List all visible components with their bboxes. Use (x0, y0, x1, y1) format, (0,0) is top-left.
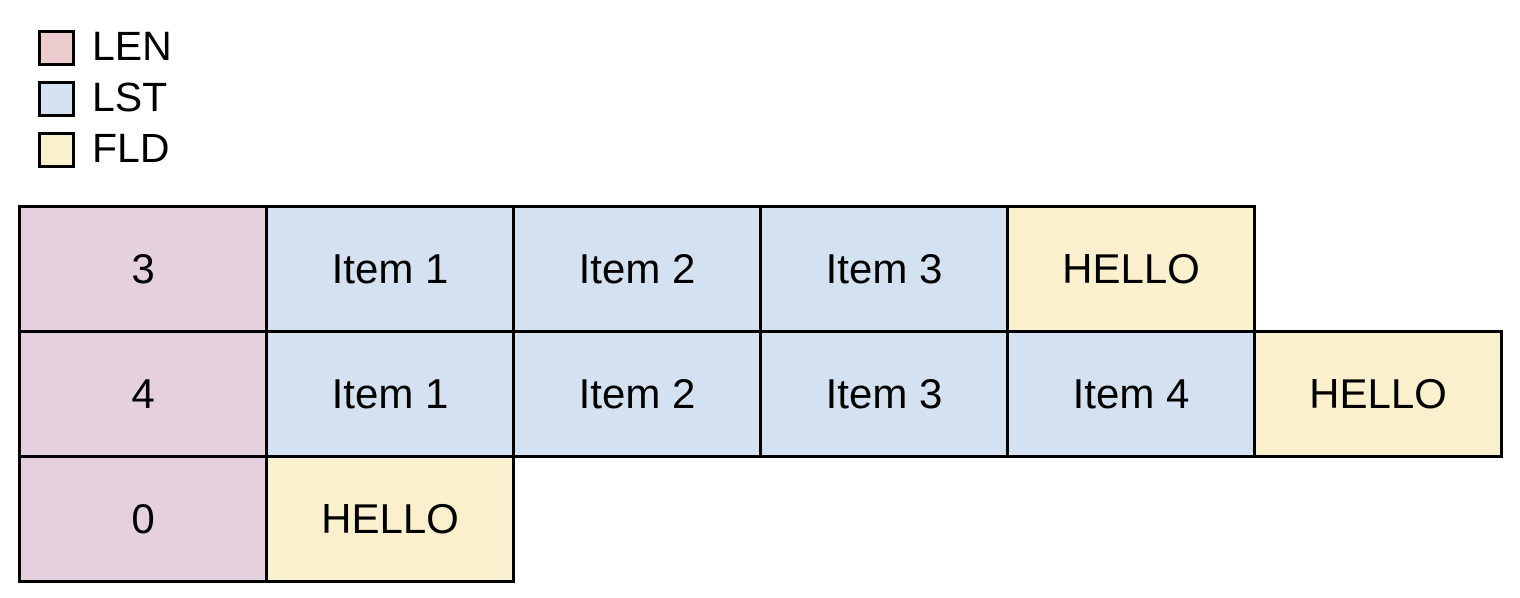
diagram-cell-len: 4 (18, 330, 268, 458)
diagram-cell-lst: Item 2 (512, 205, 762, 333)
legend-item-len: LEN (38, 22, 172, 73)
legend-swatch-fld (38, 131, 75, 168)
diagram-cell-lst: Item 1 (265, 330, 515, 458)
diagram-cell-lst: Item 3 (759, 205, 1009, 333)
legend: LEN LST FLD (38, 22, 172, 175)
legend-swatch-len (38, 29, 75, 66)
diagram-cell-lst: Item 3 (759, 330, 1009, 458)
diagram-cell-fld: HELLO (1253, 330, 1503, 458)
legend-label-fld: FLD (92, 124, 170, 171)
diagram-cell-lst: Item 1 (265, 205, 515, 333)
legend-item-lst: LST (38, 73, 172, 124)
diagram-cell-fld: HELLO (265, 455, 515, 583)
legend-label-len: LEN (92, 22, 172, 69)
diagram-cell-len: 0 (18, 455, 268, 583)
legend-item-fld: FLD (38, 124, 172, 175)
diagram-cell-fld: HELLO (1006, 205, 1256, 333)
diagram-cell-lst: Item 4 (1006, 330, 1256, 458)
diagram-cell-len: 3 (18, 205, 268, 333)
legend-label-lst: LST (92, 73, 168, 120)
legend-swatch-lst (38, 80, 75, 117)
diagram-cell-lst: Item 2 (512, 330, 762, 458)
